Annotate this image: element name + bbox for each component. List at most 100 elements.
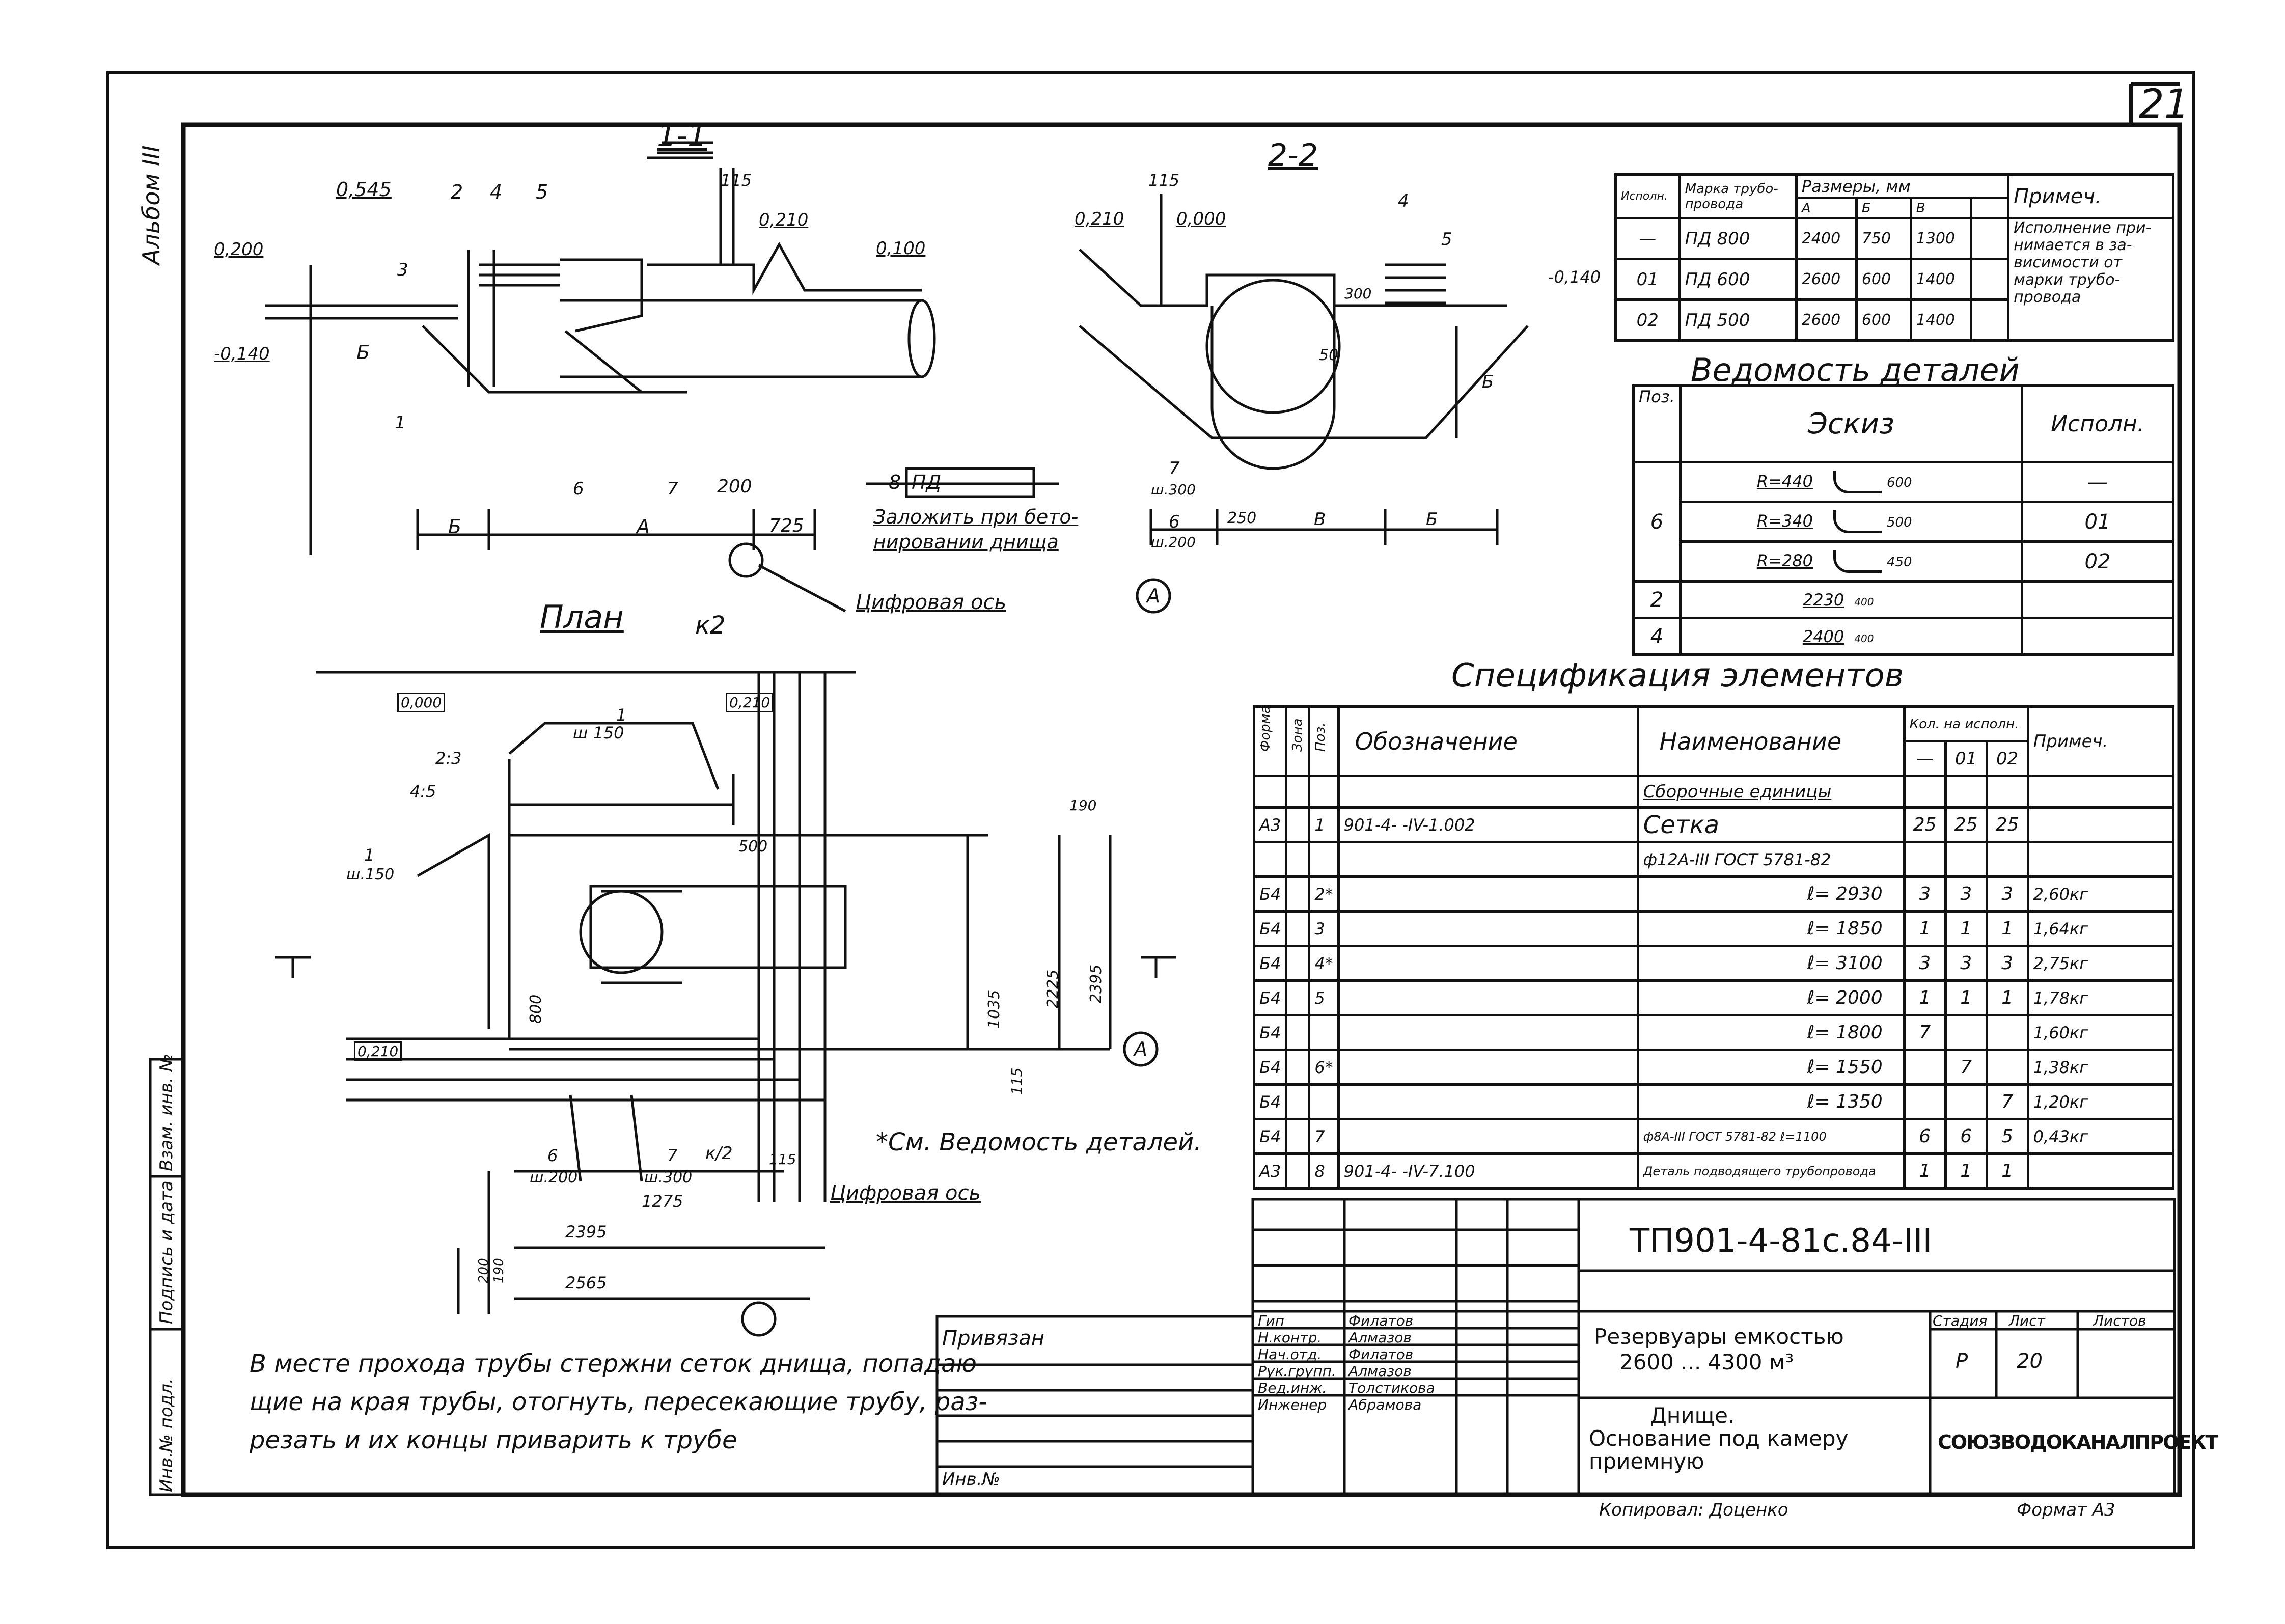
spec-cell-f: Б4 [1252,910,1288,947]
general-note-1: В месте прохода трубы стержни сеток днищ… [250,1350,986,1378]
plan-w150: ш 150 [573,723,624,742]
details-title: Ведомость деталей [1691,351,2020,389]
spec-cell-q1 [1944,841,1988,878]
vt-r0-a: 2400 [1795,217,1858,260]
vt-r2-isp: 02 [1614,298,1681,342]
plan-ref: к2 [695,611,726,640]
spec-cell-p: 7 [1308,1118,1340,1155]
tb-sheet-1: Днище. [1650,1403,1735,1428]
dt-r3-pos: 2 [1632,580,1682,619]
spec-cell-n: ф8А-III ГОСТ 5781-82 ℓ=1100 [1636,1118,1906,1155]
section-1-1-drawing [265,141,1059,613]
spec-cell-q1: 25 [1944,806,1988,843]
vt-r0-b: 750 [1855,217,1912,260]
spec-cell-q1: 1 [1944,910,1988,947]
s2-d0210: 0,210 [1075,209,1124,229]
dt-h-pos: Поз. [1632,384,1682,463]
general-note-3: резать и их концы приварить к трубе [250,1426,737,1454]
vt-h-marka: Марка трубо- провода [1678,173,1798,219]
tb-role-5: Инженер [1258,1396,1327,1413]
plan-d1275: 1275 [642,1192,683,1211]
vt-r1-marka: ПД 600 [1678,258,1798,301]
s1-d115: 115 [721,171,752,190]
spec-cell-o [1337,979,1639,1016]
vt-h-a: А [1795,197,1858,219]
spec-cell-f: А3 [1252,1152,1288,1190]
plan-m0210: 0,210 [726,693,774,712]
spec-cell-n: Деталь подводящего трубопровода [1636,1152,1906,1190]
spec-cell-p: 4* [1308,945,1340,982]
spec-cell-z [1285,979,1311,1016]
spec-cell-f: Б4 [1252,1083,1288,1120]
vt-r0-isp: — [1614,217,1681,260]
spec-cell-o [1337,1118,1639,1155]
spec-cell-q0 [1903,1083,1947,1120]
spec-cell-q1 [1944,775,1988,809]
s1-pos6: 6 [573,479,584,499]
spec-cell-q0: 3 [1903,945,1947,982]
vt-r1-a: 2600 [1795,258,1858,301]
s2-d250: 250 [1227,509,1257,527]
sp-h-oboznach: Обозначение [1337,705,1639,777]
sp-h-k1: 01 [1944,740,1988,777]
sp-h-primech: Примеч. [2026,705,2175,777]
spec-cell-f [1252,775,1288,809]
general-note-2: щие на края трубы, отогнуть, пересекающи… [250,1388,987,1416]
spec-cell-q0: 1 [1903,979,1947,1016]
spec-cell-f [1252,841,1288,878]
tb-org: СОЮЗВОДОКАНАЛПРОЕКТ [1938,1431,2218,1453]
spec-cell-q1: 6 [1944,1118,1988,1155]
section-1-1-title: 1-1 [657,118,707,154]
spec-cell-f: А3 [1252,806,1288,843]
spec-cell-p [1308,1014,1340,1051]
s2-pos7: 7 [1169,458,1180,479]
spec-cell-q2: 5 [1985,1118,2029,1155]
s1-note-1: Заложить при бето- [873,506,1079,528]
spec-cell-f: Б4 [1252,1049,1288,1086]
plan-w300: ш.300 [644,1169,693,1187]
spec-cell-q2 [1985,841,2029,878]
spec-cell-f: Б4 [1252,1014,1288,1051]
spec-cell-m: 1,20кг [2026,1083,2175,1120]
spec-cell-m [2026,806,2175,843]
tb-list: 20 [2017,1350,2043,1373]
spec-cell-f: Б4 [1252,979,1288,1016]
spec-cell-o [1337,1049,1639,1086]
spec-cell-q0: 3 [1903,875,1947,913]
plan-r45: 4:5 [410,782,436,801]
spec-cell-q1 [1944,1083,1988,1120]
plan-w200: ш.200 [530,1169,578,1187]
tb-role-1: Н.контр. [1258,1329,1322,1346]
spec-cell-z [1285,1014,1311,1051]
spec-cell-n: ℓ= 1800 [1636,1014,1906,1051]
tb-name-5: Абрамова [1348,1396,1422,1413]
spec-cell-p: 6* [1308,1049,1340,1086]
spec-cell-m [2026,775,2175,809]
tb-name-2: Филатов [1348,1346,1414,1363]
s1-pos5: 5 [536,181,548,203]
plan-drawing [275,671,1176,1337]
spec-cell-q2: 25 [1985,806,2029,843]
spec-cell-n: ф12А-III ГОСТ 5781-82 [1636,841,1906,878]
tb-stage-h: Стадия [1933,1312,1988,1329]
spec-cell-o [1337,841,1639,878]
tb-sheet-3: приемную [1589,1449,1704,1474]
s2-pos6w: ш.200 [1151,534,1196,550]
spec-cell-q2 [1985,775,2029,809]
spec-table: Формат Зона Поз. Обозначение Наименовани… [1252,705,2175,1190]
dt-h-eskiz: Эскиз [1678,384,2023,463]
spec-cell-q1: 3 [1944,945,1988,982]
spec-cell-q1: 1 [1944,1152,1988,1190]
section-2-2-title: 2-2 [1268,137,1318,173]
spec-cell-z [1285,1152,1311,1190]
vt-h-b: Б [1855,197,1912,219]
spec-cell-m: 1,78кг [2026,979,2175,1016]
spec-cell-z [1285,806,1311,843]
s1-d0100: 0,100 [876,238,926,259]
